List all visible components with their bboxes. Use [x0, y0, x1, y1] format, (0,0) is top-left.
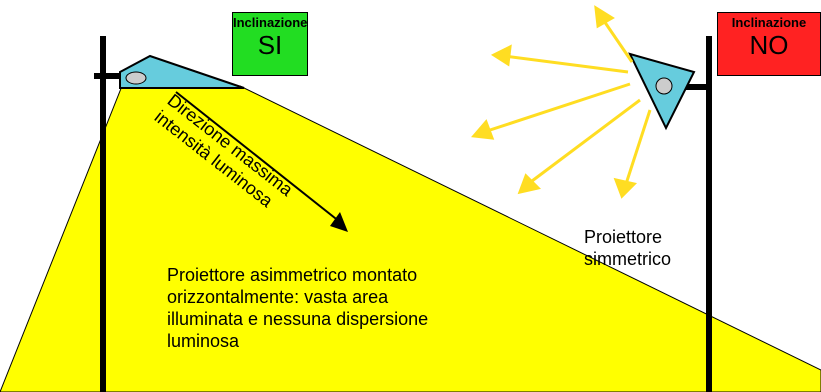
ray-head — [490, 44, 512, 67]
ray — [600, 17, 634, 63]
symmetric-line: simmetrico — [584, 249, 672, 269]
asymmetric-description: Proiettore asimmetrico montato orizzonta… — [167, 264, 457, 352]
symmetric-projector-lamp — [655, 77, 673, 95]
ray — [527, 98, 641, 186]
symmetric-line: Proiettore — [584, 227, 663, 247]
tilt-yes-badge: Inclinazione SI — [232, 12, 308, 76]
tilt-yes-title: Inclinazione — [233, 15, 308, 30]
asymmetric-line: illuminata e nessuna dispersione — [167, 309, 429, 329]
tilt-no-value: NO — [749, 30, 789, 60]
ray — [624, 109, 652, 185]
direction-arrow-line — [175, 91, 341, 223]
tilt-no-badge: Inclinazione NO — [717, 12, 821, 76]
ray — [503, 54, 629, 74]
symmetric-label: Proiettore simmetrico — [584, 226, 694, 270]
tilt-yes-value: SI — [257, 30, 283, 60]
asymmetric-line: Proiettore asimmetrico montato — [167, 265, 418, 285]
ray-head — [517, 173, 541, 195]
left-pole — [100, 36, 106, 392]
ray-head — [471, 119, 495, 140]
projector-lamp — [125, 71, 147, 85]
direction-arrow-head — [330, 212, 348, 232]
ray-head — [594, 5, 615, 29]
tilt-no-title: Inclinazione — [731, 15, 807, 30]
right-pole — [706, 36, 712, 392]
asymmetric-line: luminosa — [167, 331, 240, 351]
ray-head — [613, 177, 637, 199]
ray — [483, 82, 631, 134]
asymmetric-projector — [119, 54, 245, 89]
light-rays — [471, 5, 652, 199]
asymmetric-line: orizzontalmente: vasta area — [167, 287, 389, 307]
